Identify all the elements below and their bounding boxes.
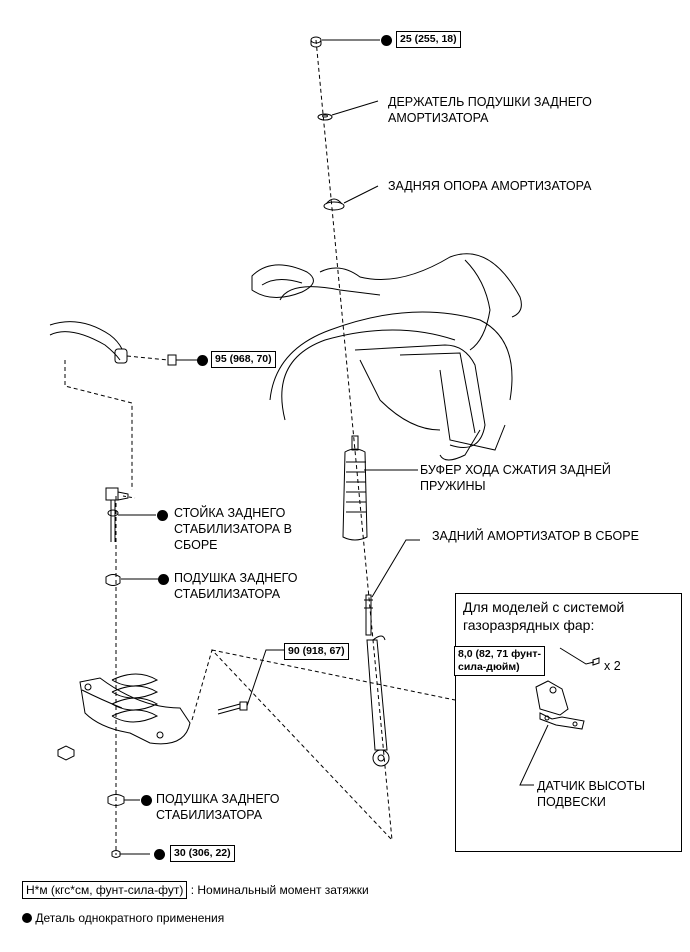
shock-support	[323, 198, 345, 211]
torque-legend: Н*м (кгс*см, фунт-сила-фут) : Номинальны…	[22, 881, 369, 899]
lower-arm	[79, 677, 191, 745]
lower-bolt	[217, 701, 248, 715]
label-shock-absorber: ЗАДНИЙ АМОРТИЗАТОР В СБОРЕ	[432, 529, 639, 543]
torque-top-nut: 25 (255, 18)	[396, 31, 461, 48]
non-reusable-legend: Деталь однократного применения	[22, 910, 224, 926]
stabilizer-cushion-upper	[105, 574, 121, 586]
torque-unit-box: Н*м (кгс*см, фунт-сила-фут)	[22, 881, 188, 899]
top-nut	[310, 36, 322, 48]
quantity-label: x 2	[604, 659, 621, 673]
bottom-nut	[111, 850, 121, 858]
non-reusable-mark	[141, 795, 152, 806]
label-stabilizer-link: СТОЙКА ЗАДНЕГО СТАБИЛИЗАТОРА В СБОРЕ	[174, 506, 292, 552]
inset-title: Для моделей с системой газоразрядных фар…	[463, 599, 625, 633]
label-cushion-retainer: ДЕРЖАТЕЛЬ ПОДУШКИ ЗАДНЕГО АМОРТИЗАТОРА	[388, 95, 592, 125]
torque-lower-bolt: 90 (918, 67)	[284, 643, 349, 660]
non-reusable-mark	[381, 35, 392, 46]
arm-nut	[57, 745, 75, 761]
shock-absorber	[364, 594, 390, 767]
stabilizer-link	[105, 487, 129, 542]
label-shock-support: ЗАДНЯЯ ОПОРА АМОРТИЗАТОРА	[388, 179, 592, 193]
non-reusable-mark	[22, 913, 32, 923]
shock-axis-line	[315, 39, 393, 841]
stabilizer-nut	[167, 354, 177, 366]
non-reusable-mark	[154, 849, 165, 860]
body-panel	[251, 253, 522, 461]
cushion-retainer	[317, 113, 333, 121]
torque-stabilizer-nut: 95 (968, 70)	[211, 351, 276, 368]
torque-bottom-nut: 30 (306, 22)	[170, 845, 235, 862]
label-stabilizer-cushion-upper: ПОДУШКА ЗАДНЕГО СТАБИЛИЗАТОРА	[174, 571, 298, 601]
non-reusable-mark	[158, 574, 169, 585]
torque-sensor-bolt: 8,0 (82, 71 фунт- сила-дюйм)	[454, 646, 545, 676]
height-sensor-drawing	[535, 657, 600, 730]
coil-spring	[111, 673, 159, 723]
non-reusable-mark	[157, 510, 168, 521]
stabilizer-cushion-lower	[107, 794, 125, 806]
discharge-headlamp-inset: Для моделей с системой газоразрядных фар…	[454, 593, 682, 852]
non-reusable-mark	[197, 355, 208, 366]
torque-unit-text: : Номинальный момент затяжки	[190, 883, 369, 897]
bump-stopper	[342, 435, 368, 541]
label-bump-stopper: БУФЕР ХОДА СЖАТИЯ ЗАДНЕЙ ПРУЖИНЫ	[420, 463, 611, 493]
non-reusable-text: Деталь однократного применения	[35, 911, 225, 925]
label-height-sensor: ДАТЧИК ВЫСОТЫ ПОДВЕСКИ	[537, 779, 646, 809]
stabilizer-bar	[49, 321, 128, 364]
label-stabilizer-cushion-lower: ПОДУШКА ЗАДНЕГО СТАБИЛИЗАТОРА	[156, 792, 280, 822]
